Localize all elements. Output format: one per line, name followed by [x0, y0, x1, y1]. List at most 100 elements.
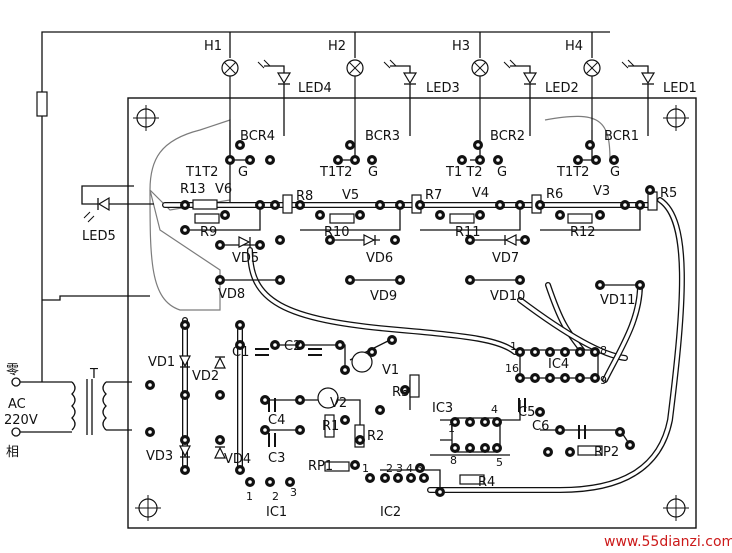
- solder-pad-hole: [218, 278, 222, 282]
- label-r5: R5: [660, 186, 677, 201]
- label-c2: C2: [284, 339, 301, 354]
- pin-ic1-2: 2: [272, 490, 279, 503]
- solder-pad-hole: [238, 343, 242, 347]
- solder-pad-hole: [638, 203, 642, 207]
- solder-pad-hole: [390, 338, 394, 342]
- label-h1: H1: [204, 39, 222, 54]
- solder-pad-hole: [288, 480, 292, 484]
- labels: H1 H2 H3 H4 LED4 LED3 LED2 LED1 LED5 BCR…: [4, 39, 732, 550]
- watermark: www.55dianzi.com: [604, 534, 732, 550]
- mounting-holes: [133, 105, 689, 521]
- label-h4: H4: [565, 39, 583, 54]
- solder-pad-hole: [378, 203, 382, 207]
- solder-pad-hole: [183, 393, 187, 397]
- solder-pad-hole: [576, 158, 580, 162]
- label-g-a: G: [238, 165, 248, 180]
- label-rp1: RP1: [308, 459, 333, 474]
- label-t1t2-a: T1T2: [185, 165, 218, 180]
- solder-pad-hole: [495, 446, 499, 450]
- solder-pad-hole: [483, 446, 487, 450]
- solder-pad-hole: [518, 203, 522, 207]
- label-vd2: VD2: [192, 369, 219, 384]
- solder-pad-hole: [628, 443, 632, 447]
- solder-pad-hole: [268, 480, 272, 484]
- solder-pad-hole: [370, 158, 374, 162]
- mains-terminals: [11, 377, 21, 437]
- solder-pad-hole: [578, 350, 582, 354]
- solder-pad-hole: [183, 323, 187, 327]
- label-vd7: VD7: [492, 251, 519, 266]
- label-v5: V5: [342, 188, 359, 203]
- label-r1: R1: [322, 419, 339, 434]
- solder-pad-hole: [523, 238, 527, 242]
- label-vd4: VD4: [224, 452, 251, 467]
- solder-pad-hole: [343, 368, 347, 372]
- capacitor-bodies: [255, 348, 586, 447]
- solder-pad-hole: [238, 323, 242, 327]
- label-vd10: VD10: [490, 289, 525, 304]
- solder-pad-hole: [298, 343, 302, 347]
- solder-pad-hole: [453, 420, 457, 424]
- solder-pad-hole: [393, 238, 397, 242]
- label-t1t2-b: T1T2: [319, 165, 352, 180]
- solder-pad-hole: [418, 466, 422, 470]
- label-c4: C4: [268, 413, 285, 428]
- solder-pad-hole: [598, 213, 602, 217]
- solder-pad-hole: [183, 438, 187, 442]
- solder-pad-hole: [594, 158, 598, 162]
- solder-pad-hole: [218, 393, 222, 397]
- solder-pad-hole: [498, 203, 502, 207]
- pin-ic1-1: 1: [246, 490, 253, 503]
- solder-pad-hole: [453, 446, 457, 450]
- pin-ic1-3: 3: [290, 486, 297, 499]
- label-bcr4: BCR4: [240, 129, 275, 144]
- solder-pad-hole: [348, 278, 352, 282]
- label-neutral: 零: [6, 363, 19, 378]
- label-r12: R12: [570, 225, 596, 240]
- mains-wiring: [20, 31, 610, 433]
- label-ic4: IC4: [548, 357, 569, 372]
- label-phase: 相: [6, 445, 19, 460]
- solder-pad-hole: [623, 203, 627, 207]
- solder-pad-hole: [353, 158, 357, 162]
- solder-pad-hole: [468, 420, 472, 424]
- solder-pad-hole: [558, 213, 562, 217]
- label-vd11: VD11: [600, 293, 635, 308]
- label-transformer: T: [89, 367, 98, 382]
- label-g-b: G: [368, 165, 378, 180]
- solder-pad-hole: [338, 343, 342, 347]
- led2-icon: [503, 59, 538, 136]
- label-t1t2-c: T1 T2: [445, 165, 483, 180]
- solder-pad-hole: [403, 388, 407, 392]
- solder-pad-hole: [273, 203, 277, 207]
- solder-pad-hole: [418, 203, 422, 207]
- label-ac: AC: [8, 397, 26, 412]
- label-g-c: G: [497, 165, 507, 180]
- solder-pad-hole: [218, 438, 222, 442]
- solder-pad-hole: [518, 376, 522, 380]
- solder-pad-hole: [478, 213, 482, 217]
- solder-pad-hole: [263, 398, 267, 402]
- label-bcr3: BCR3: [365, 129, 400, 144]
- ic3-body: [451, 417, 501, 453]
- solder-pad-hole: [588, 143, 592, 147]
- label-t1t2-d: T1T2: [556, 165, 589, 180]
- pin-ic4-1: 1: [510, 340, 517, 353]
- label-voltage: 220V: [4, 413, 38, 428]
- solder-pad-hole: [298, 428, 302, 432]
- label-vd9: VD9: [370, 289, 397, 304]
- label-c1: C1: [232, 345, 249, 360]
- label-r3: R3: [392, 385, 409, 400]
- solder-pad-hole: [422, 476, 426, 480]
- label-v3: V3: [593, 184, 610, 199]
- pin-ic3-8: 8: [450, 454, 457, 467]
- solder-pad-hole: [483, 420, 487, 424]
- solder-pad-hole: [496, 158, 500, 162]
- leds-top: [257, 59, 656, 136]
- pin-ic2-2: 2: [386, 462, 393, 475]
- label-vd3: VD3: [146, 449, 173, 464]
- solder-pad-hole: [438, 213, 442, 217]
- lamp-h3-icon: [471, 59, 489, 130]
- label-vd8: VD8: [218, 287, 245, 302]
- solder-pad-hole: [495, 420, 499, 424]
